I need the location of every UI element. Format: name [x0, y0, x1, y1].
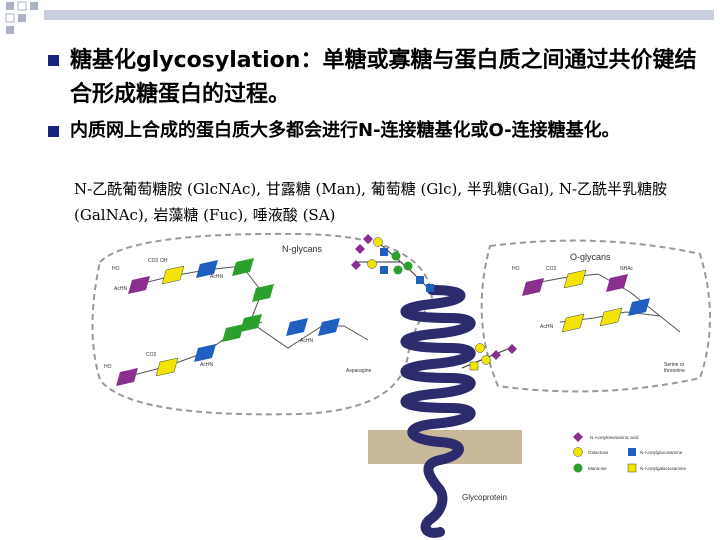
header-decoration: [5, 1, 714, 34]
galactose-ring: [561, 313, 585, 333]
sialic-acid-ring: [116, 368, 138, 386]
svg-text:CO2: CO2: [148, 258, 159, 264]
sialic-acid-ring: [128, 276, 150, 294]
glycan-figure: N-glycans O-glycans HO OH AcHN CO2 AcHN …: [91, 232, 711, 538]
svg-text:CO2: CO2: [146, 352, 157, 358]
o-glycan-ring-labels: HO CO2 NHAc AcHN: [512, 266, 634, 330]
serine-label: Serine or: [664, 362, 685, 368]
legend-glcnac-label: N-Acetylglucosamine: [640, 450, 683, 455]
legend: N-Acetylneuraminic acid Galactose N-Acet…: [573, 432, 687, 473]
svg-text:AcHN: AcHN: [210, 274, 223, 280]
n-glycans-label: N-glycans: [282, 244, 323, 254]
n-glycan-ring-labels: HO OH AcHN CO2 AcHN HO CO2 AcHN AcHN: [104, 258, 313, 370]
mannose-ring: [232, 258, 254, 276]
mannose-ring: [240, 314, 262, 332]
o-glycan-rings: [522, 269, 650, 333]
svg-text:OH: OH: [160, 258, 168, 264]
svg-text:AcHN: AcHN: [300, 338, 313, 344]
threonine-label: threonine: [664, 368, 685, 374]
protein-o-glycan: [461, 343, 517, 371]
glcnac-ring: [628, 298, 650, 316]
bullet-text-er: 内质网上合成的蛋白质大多都会进行N-连接糖基化或O-连接糖基化。: [70, 120, 620, 141]
protein-chain: [400, 285, 476, 538]
bullet-square: [48, 55, 59, 66]
bullet-square: [48, 126, 59, 137]
legend-galactose-icon: [573, 447, 583, 457]
sialic-acid-ring: [606, 274, 628, 292]
asparagine-label: Asparagine: [346, 368, 372, 374]
galactose-ring: [155, 357, 179, 377]
svg-text:NHAc: NHAc: [620, 266, 634, 272]
galactose-ring: [161, 265, 185, 285]
svg-text:AcHN: AcHN: [200, 362, 213, 368]
glcnac-ring: [194, 344, 216, 362]
bullet-lead: 糖基化: [70, 48, 137, 73]
legend-mannose-icon: [573, 463, 583, 473]
svg-text:AcHN: AcHN: [540, 324, 553, 330]
galactose-ring: [563, 269, 587, 289]
legend-galnac-label: N-Acetylgalactosamine: [640, 466, 687, 471]
glcnac-ring: [196, 260, 218, 278]
svg-text:HO: HO: [112, 266, 120, 272]
sugar-abbreviation-note: N-乙酰葡萄糖胺 (GlcNAc), 甘露糖 (Man), 葡萄糖 (Glc),…: [74, 180, 668, 224]
n-glycan-region: [91, 232, 434, 416]
bullet-term: glycosylation: [136, 48, 301, 73]
legend-sialic-icon: [573, 432, 583, 442]
svg-text:AcHN: AcHN: [114, 286, 127, 292]
galnac-ring: [599, 307, 623, 327]
bullet-text-glycosylation: 糖基化glycosylation：单糖或寡糖与蛋白质之间通过共价键结合形成糖蛋白…: [70, 44, 710, 112]
glcnac-ring: [286, 318, 308, 336]
o-glycan-region: [480, 239, 711, 393]
svg-text:CO2: CO2: [546, 266, 557, 272]
sialic-acid-ring: [522, 278, 544, 296]
legend-galnac-icon: [627, 463, 637, 473]
svg-text:HO: HO: [512, 266, 520, 272]
glycoprotein-label: Glycoprotein: [462, 493, 507, 502]
legend-sialic-label: N-Acetylneuraminic acid: [590, 435, 639, 440]
bullet-rest: ：单糖或寡糖与蛋白质之间通过共价键结合形成糖蛋白的过程。: [70, 48, 697, 107]
o-glycans-label: O-glycans: [570, 252, 611, 262]
n-glycan-rings: [116, 258, 340, 386]
protein-n-glycan: [351, 234, 434, 293]
legend-mannose-label: Mannose: [588, 466, 607, 471]
mannose-ring: [222, 324, 244, 342]
glcnac-ring: [318, 318, 340, 336]
legend-glcnac-icon: [628, 448, 636, 456]
mannose-ring: [252, 284, 274, 302]
svg-text:HO: HO: [104, 364, 112, 370]
legend-galactose-label: Galactose: [588, 450, 609, 455]
